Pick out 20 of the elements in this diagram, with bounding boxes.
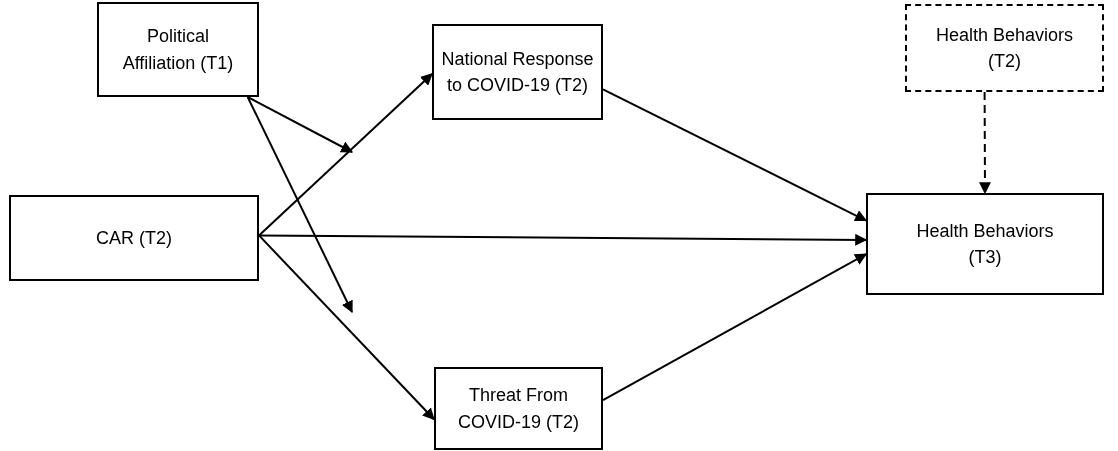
variable-box: [866, 193, 1104, 295]
variable-box: [97, 2, 259, 97]
arrow: [602, 88, 868, 222]
arrow: [258, 233, 868, 246]
dashed-box: [905, 4, 1104, 92]
variable-label: Threat From COVID-19 (T2): [457, 384, 580, 434]
arrow: [246, 96, 354, 153]
variable-box: [432, 24, 603, 120]
variable-box: [9, 195, 259, 281]
arrow: [602, 253, 868, 402]
arrow: [258, 234, 435, 421]
variable-label: CAR (T2): [96, 226, 172, 250]
arrow: [978, 91, 991, 195]
variable-label: Health Behaviors (T2): [934, 23, 1075, 73]
variable-label: Health Behaviors (T3): [915, 219, 1055, 269]
variable-label: National Response to COVID-19 (T2): [440, 47, 595, 97]
variable-label: Political Affiliation (T1): [121, 25, 235, 75]
arrow: [258, 72, 433, 237]
arrow: [246, 96, 353, 314]
variable-box: [434, 367, 603, 450]
